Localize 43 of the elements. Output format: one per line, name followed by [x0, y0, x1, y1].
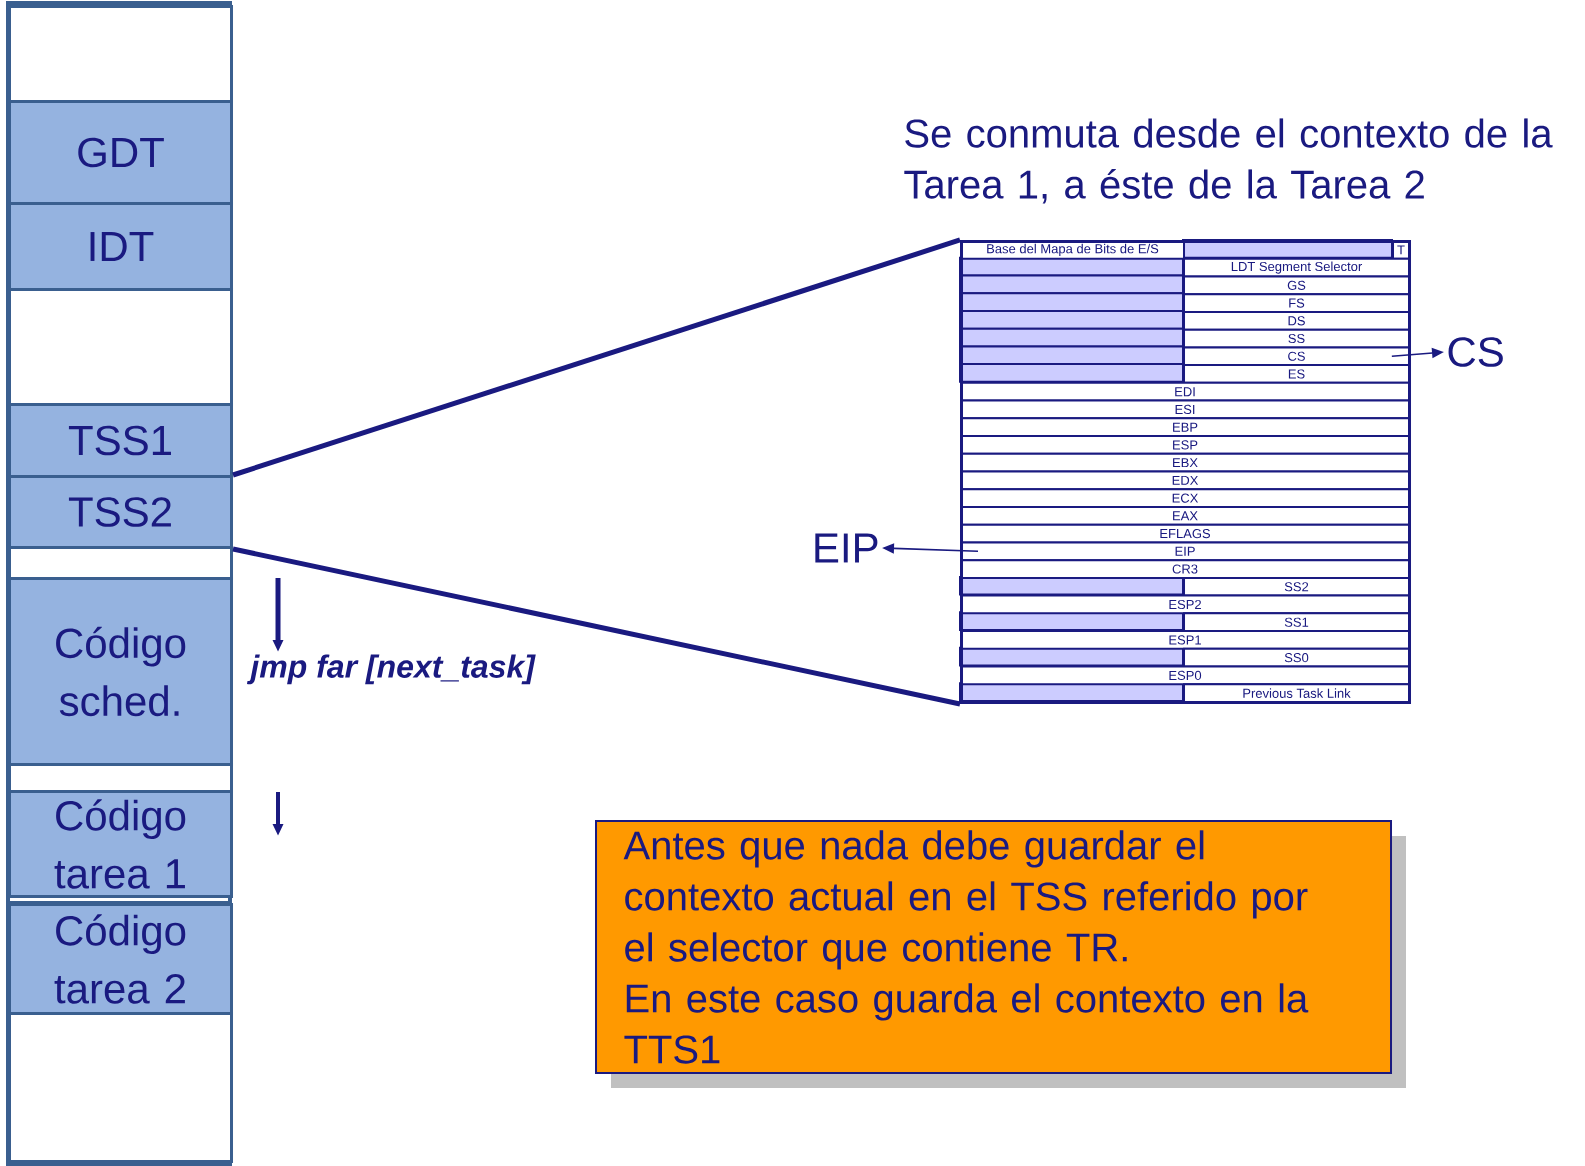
memory-segment: Código tarea 1 [8, 790, 233, 898]
memory-segment: TSS1 [8, 403, 233, 478]
register-cell: T [1392, 240, 1410, 260]
register-cell: SS2 [1183, 576, 1410, 597]
zoom-line [232, 237, 961, 478]
memory-segment: IDT [8, 202, 233, 291]
register-label: CS [1448, 337, 1503, 367]
register-cell: FS [1183, 293, 1410, 313]
register-cell: EAX [960, 505, 1410, 526]
register-label: EIP [815, 533, 878, 563]
memory-segment: TSS2 [8, 475, 233, 549]
register-cell: ES [1183, 364, 1410, 384]
memory-segment: GDT [8, 100, 233, 205]
register-cell: Previous Task Link [1183, 683, 1410, 703]
register-cell: SS1 [1183, 612, 1410, 633]
title: Se conmuta desde el contexto de la Tarea 1, a éste de la Tarea 2 [904, 118, 1553, 204]
register-cell: ESI [960, 399, 1410, 420]
zoom-line [232, 546, 961, 707]
empty-box [8, 763, 233, 793]
register-cell: EFLAGS [960, 523, 1410, 544]
register-cell: SS0 [1183, 647, 1410, 668]
empty-box [8, 288, 233, 406]
register-cell: EIP [960, 541, 1410, 562]
register-cell: GS [1183, 275, 1410, 296]
register-cell: ESP1 [960, 630, 1410, 650]
empty-box [8, 5, 233, 103]
memory-segment: Código sched. [8, 577, 233, 766]
register-cell: CR3 [960, 559, 1410, 579]
register-cell: EBX [960, 452, 1410, 473]
instruction-text: jmp far [next_task] [246, 654, 536, 685]
empty-box [8, 546, 233, 580]
register-cell: ECX [960, 488, 1410, 508]
tss-table [960, 240, 1411, 704]
register-cell: ESP2 [960, 594, 1410, 615]
memory-segment: Código tarea 2 [8, 903, 233, 1015]
register-cell: SS [1183, 328, 1410, 349]
register-cell: ESP [960, 435, 1410, 455]
register-cell: EBP [960, 417, 1410, 438]
register-cell: CS [1183, 346, 1410, 367]
register-cell: EDX [960, 470, 1410, 491]
empty-box [8, 1012, 233, 1163]
register-cell: DS [1183, 310, 1410, 331]
note-box: Antes que nada debe guardar el contexto actual en el TSS referido por el selector que contiene TR. En este caso guarda el contexto en la TTS1 [595, 820, 1392, 1074]
